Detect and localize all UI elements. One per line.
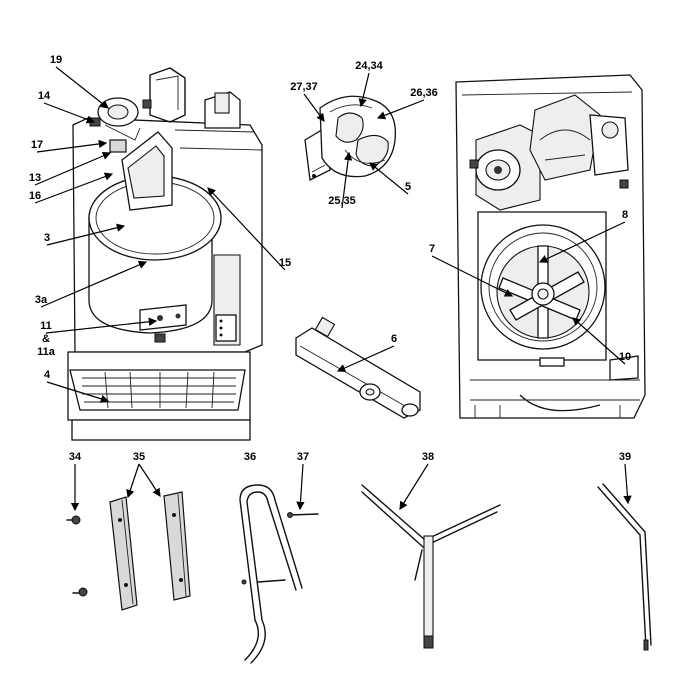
callout-label-c7: 7 [429, 243, 435, 255]
leader-line-c19 [55, 66, 109, 109]
callout-label-c4: 4 [44, 369, 51, 381]
callout-label-c16: 16 [29, 190, 41, 202]
callout-label-c13: 13 [29, 172, 41, 184]
drive-shaft-part [295, 316, 421, 419]
y-bar-part-38 [361, 484, 501, 649]
callout-label-c36: 36 [244, 451, 256, 463]
callout-label-c6: 6 [391, 333, 397, 345]
callout-label-c15: 15 [279, 257, 291, 269]
callout-label-c10: 10 [619, 351, 631, 363]
leader-line-c4 [46, 381, 110, 403]
callout-label-c39: 39 [619, 451, 631, 463]
leader-line-c27 [303, 93, 325, 122]
leader-line-c3 [46, 223, 126, 246]
callout-label-c37: 37 [297, 451, 309, 463]
callout-label-c8: 8 [622, 209, 628, 221]
callout-label-c25: 25,35 [328, 195, 356, 207]
callout-label-c17: 17 [31, 139, 43, 151]
handle-rod-part-36 [239, 484, 303, 664]
left-main-assembly [67, 67, 263, 441]
leader-line-c24 [358, 72, 370, 108]
right-main-assembly [455, 74, 646, 419]
callout-label-c5: 5 [405, 181, 411, 193]
leader-line-c15 [207, 187, 286, 271]
leader-line-c25 [341, 151, 353, 209]
leader-line-c8 [538, 221, 626, 263]
callout-label-c3a: 3a [35, 294, 48, 306]
impeller-hub-assembly [304, 95, 397, 181]
pin-part-37 [287, 512, 319, 518]
callout-label-c14: 14 [38, 90, 51, 102]
callout-label-c27: 27,37 [290, 81, 318, 93]
leader-line-c38 [399, 463, 429, 511]
callout-label-c3: 3 [44, 232, 50, 244]
leader-line-c14 [43, 102, 96, 124]
callout-label-c11a: 11a [37, 346, 56, 358]
callout-label-c11amp: & [42, 333, 50, 345]
callout-label-c35: 35 [133, 451, 145, 463]
leader-line-c13 [34, 151, 112, 186]
bracket-part-35 [109, 491, 191, 611]
callout-label-c34: 34 [69, 451, 82, 463]
callout-layer: 19 14 17 13 16 3 3a 11&11a 4 15 27,37 24,34 26,36 25,… [29, 54, 632, 512]
leader-line-c35 [126, 463, 140, 499]
leader-line-c10 [572, 317, 626, 365]
leader-line-c39 [623, 463, 632, 505]
leader-line-c26 [376, 99, 425, 120]
leader-line-c37 [296, 463, 305, 511]
callout-label-c26: 26,36 [410, 87, 438, 99]
bolt-part-34 [66, 515, 88, 597]
callout-label-c19: 19 [50, 54, 62, 66]
leader-line-c17 [36, 139, 108, 153]
callout-label-c11: 11 [40, 320, 52, 332]
callout-label-c38: 38 [422, 451, 434, 463]
leader-line-c6 [336, 345, 395, 372]
callout-label-c24: 24,34 [355, 60, 383, 72]
leader-line-c3a [40, 260, 148, 308]
leader-line-c5 [369, 162, 409, 195]
leader-line-c16 [34, 172, 114, 204]
leader-line-c7 [431, 255, 514, 297]
leader-line-c11 [45, 317, 158, 334]
leader-line-c35-b [138, 463, 161, 498]
bent-rod-part-39 [597, 483, 652, 651]
